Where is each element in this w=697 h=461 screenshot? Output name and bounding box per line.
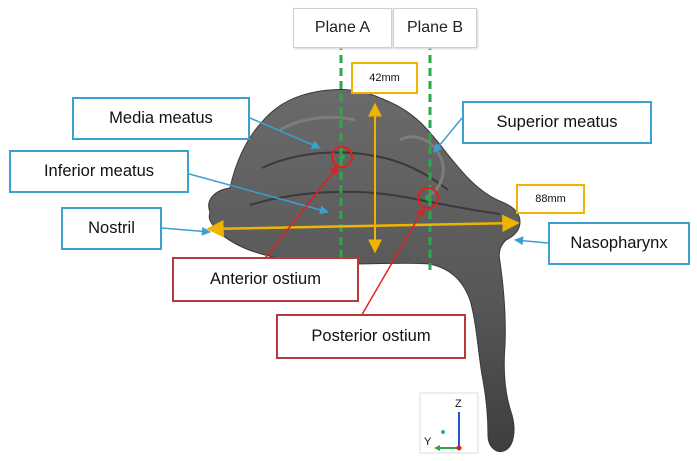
plane-a-label: Plane A — [293, 8, 392, 48]
plane-b-label: Plane B — [393, 8, 477, 48]
superior-meatus-pointer — [434, 118, 462, 152]
nasopharynx-pointer — [515, 240, 548, 243]
nostril-pointer — [162, 228, 210, 232]
posterior-ostium-dot — [425, 195, 431, 201]
length-dimension-label: 88mm — [516, 184, 585, 214]
anterior-ostium-label: Anterior ostium — [172, 257, 359, 302]
inferior-meatus-label: Inferior meatus — [9, 150, 189, 193]
axis-origin — [457, 446, 462, 451]
media-meatus-label: Media meatus — [72, 97, 250, 140]
nasopharynx-label: Nasopharynx — [548, 222, 690, 265]
height-dimension-label: 42mm — [351, 62, 418, 94]
anterior-ostium-dot — [339, 154, 345, 160]
superior-meatus-label: Superior meatus — [462, 101, 652, 144]
nostril-label: Nostril — [61, 207, 162, 250]
posterior-ostium-label: Posterior ostium — [276, 314, 466, 359]
axis-x-dot — [441, 430, 445, 434]
z-axis-label: Z — [455, 398, 462, 410]
y-axis-label: Y — [424, 436, 431, 448]
